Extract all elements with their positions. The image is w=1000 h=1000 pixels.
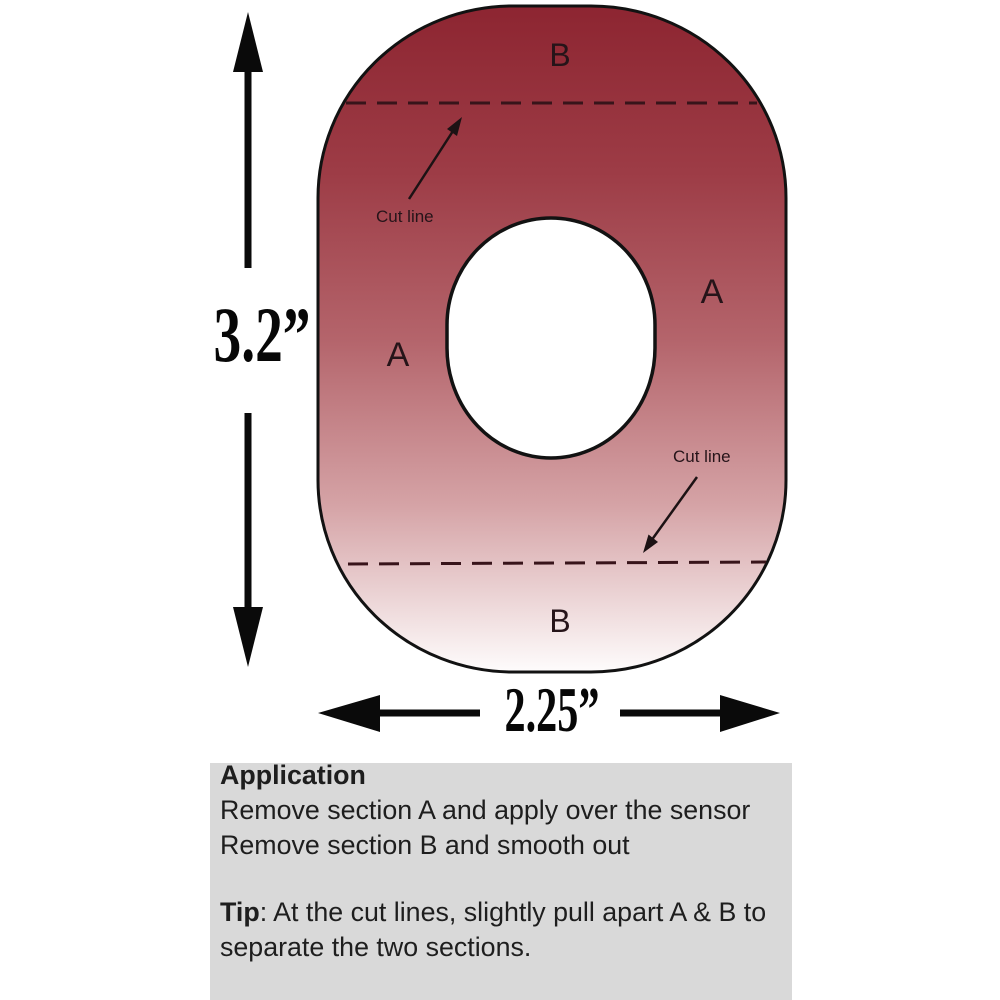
patch-diagram: B B A A Cut line Cut line 3.2” 2.25” [214,4,788,745]
width-dimension-label: 2.25” [505,674,600,745]
height-dimension-label: 3.2” [214,291,311,378]
cut-line-bottom-label: Cut line [673,447,731,466]
patch-outline [316,4,788,674]
spacer [220,863,780,895]
tip-label: Tip [220,897,260,927]
section-a-right-label: A [701,273,724,311]
cut-line-top-pointer [407,117,462,200]
cut-line-top-label: Cut line [376,207,434,226]
info-content: Application Remove section A and apply o… [220,758,780,965]
section-b-bottom-label: B [549,603,570,639]
tip-text: : At the cut lines, slightly pull apart … [220,897,767,962]
cut-line-bottom-pointer [643,476,699,553]
patch-shape [318,6,786,672]
section-a-left-label: A [387,336,410,374]
info-heading: Application [220,760,366,790]
cut-line-bottom-dashed [347,560,767,566]
width-dimension-arrow [318,695,780,732]
section-b-top-label: B [549,37,570,73]
height-dimension-arrow [233,12,263,667]
sensor-hole-outline [445,216,657,460]
instruction-line: Remove section A and apply over the sens… [220,795,751,825]
tip-line: Tip: At the cut lines, slightly pull apa… [220,895,780,965]
instruction-line: Remove section B and smooth out [220,830,630,860]
application-info-box: Application Remove section A and apply o… [210,760,792,1000]
